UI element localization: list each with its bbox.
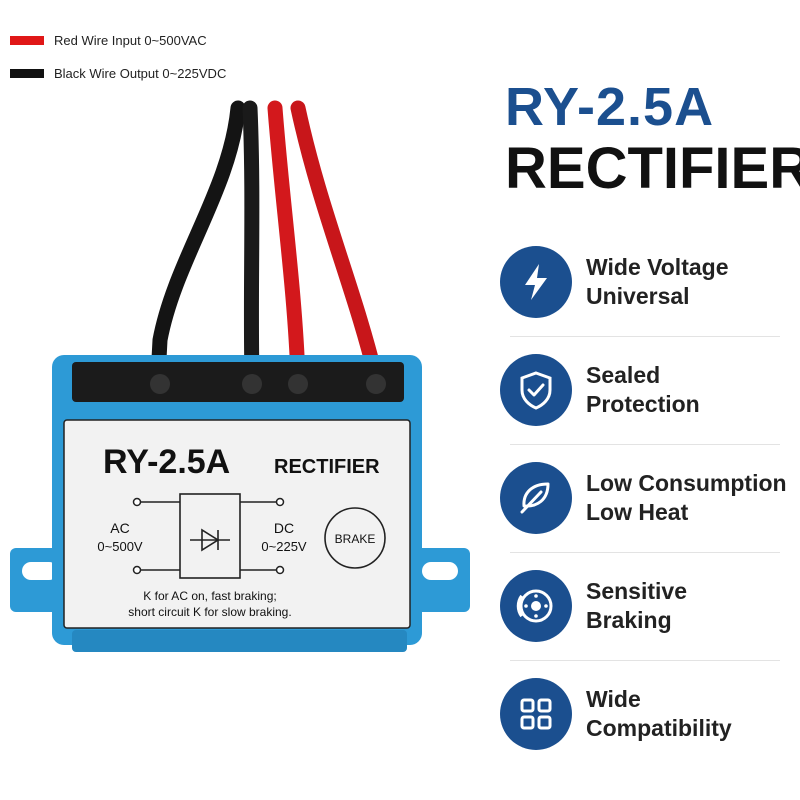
rectifier-product-image: RY-2.5A RECTIFIER AC 0~500V DC 0~225V BR…	[10, 100, 470, 652]
headline-model: RY-2.5A	[505, 77, 715, 137]
feature-wide-voltage: Wide Voltage Universal	[500, 228, 790, 336]
feature-list: Wide Voltage Universal Sealed Protection…	[500, 228, 790, 768]
feature-text: Sealed Protection	[586, 361, 700, 419]
feature-line1: Sealed	[586, 362, 661, 389]
feature-line1: Low Consumption	[586, 470, 787, 497]
feature-text: Low Consumption Low Heat	[586, 469, 787, 527]
dc-range: 0~225V	[261, 539, 307, 554]
plate-note-2: short circuit K for slow braking.	[128, 605, 291, 619]
feature-wide-compatibility: Wide Compatibility	[500, 660, 790, 768]
leaf-icon	[500, 462, 572, 534]
feature-low-consumption: Low Consumption Low Heat	[500, 444, 790, 552]
plate-type: RECTIFIER	[274, 456, 380, 478]
feature-text: Wide Compatibility	[586, 685, 732, 743]
circuit-diagram	[137, 493, 280, 579]
red-wire-right	[290, 100, 384, 386]
brake-label: BRAKE	[335, 532, 376, 546]
black-wire-right	[242, 100, 260, 386]
feature-line2: Low Heat	[586, 499, 689, 525]
plate-note-1: K for AC on, fast braking;	[143, 589, 276, 603]
brake-disc-icon	[500, 570, 572, 642]
feature-text: Wide Voltage Universal	[586, 253, 729, 311]
grid-icon	[500, 678, 572, 750]
shield-check-icon	[500, 354, 572, 426]
plate-model: RY-2.5A	[103, 443, 230, 481]
legend-black-text: Black Wire Output 0~225VDC	[54, 66, 227, 81]
legend-red-wire: Red Wire Input 0~500VAC	[10, 33, 207, 48]
feature-line2: Compatibility	[586, 715, 732, 741]
legend-red-text: Red Wire Input 0~500VAC	[54, 33, 207, 48]
red-wire-swatch	[10, 36, 44, 45]
feature-sealed-protection: Sealed Protection	[500, 336, 790, 444]
black-wire-left	[150, 100, 246, 386]
legend-black-wire: Black Wire Output 0~225VDC	[10, 66, 226, 81]
ac-range: 0~500V	[97, 539, 143, 554]
potting-top	[72, 362, 404, 402]
red-wire-left	[267, 100, 306, 386]
housing-bottom	[72, 630, 407, 652]
feature-line1: Sensitive	[586, 578, 687, 605]
brake-circle	[324, 507, 386, 569]
feature-line2: Protection	[586, 391, 700, 417]
ac-label: AC	[110, 520, 129, 536]
feature-line2: Braking	[586, 607, 672, 633]
feature-text: Sensitive Braking	[586, 577, 687, 635]
feature-line1: Wide Voltage	[586, 254, 729, 281]
lightning-icon	[500, 246, 572, 318]
feature-line1: Wide	[586, 686, 641, 713]
feature-sensitive-braking: Sensitive Braking	[500, 552, 790, 660]
label-plate	[63, 419, 411, 629]
dc-label: DC	[274, 520, 294, 536]
black-wire-swatch	[10, 69, 44, 78]
headline-type: RECTIFIER	[505, 136, 800, 201]
feature-line2: Universal	[586, 283, 690, 309]
